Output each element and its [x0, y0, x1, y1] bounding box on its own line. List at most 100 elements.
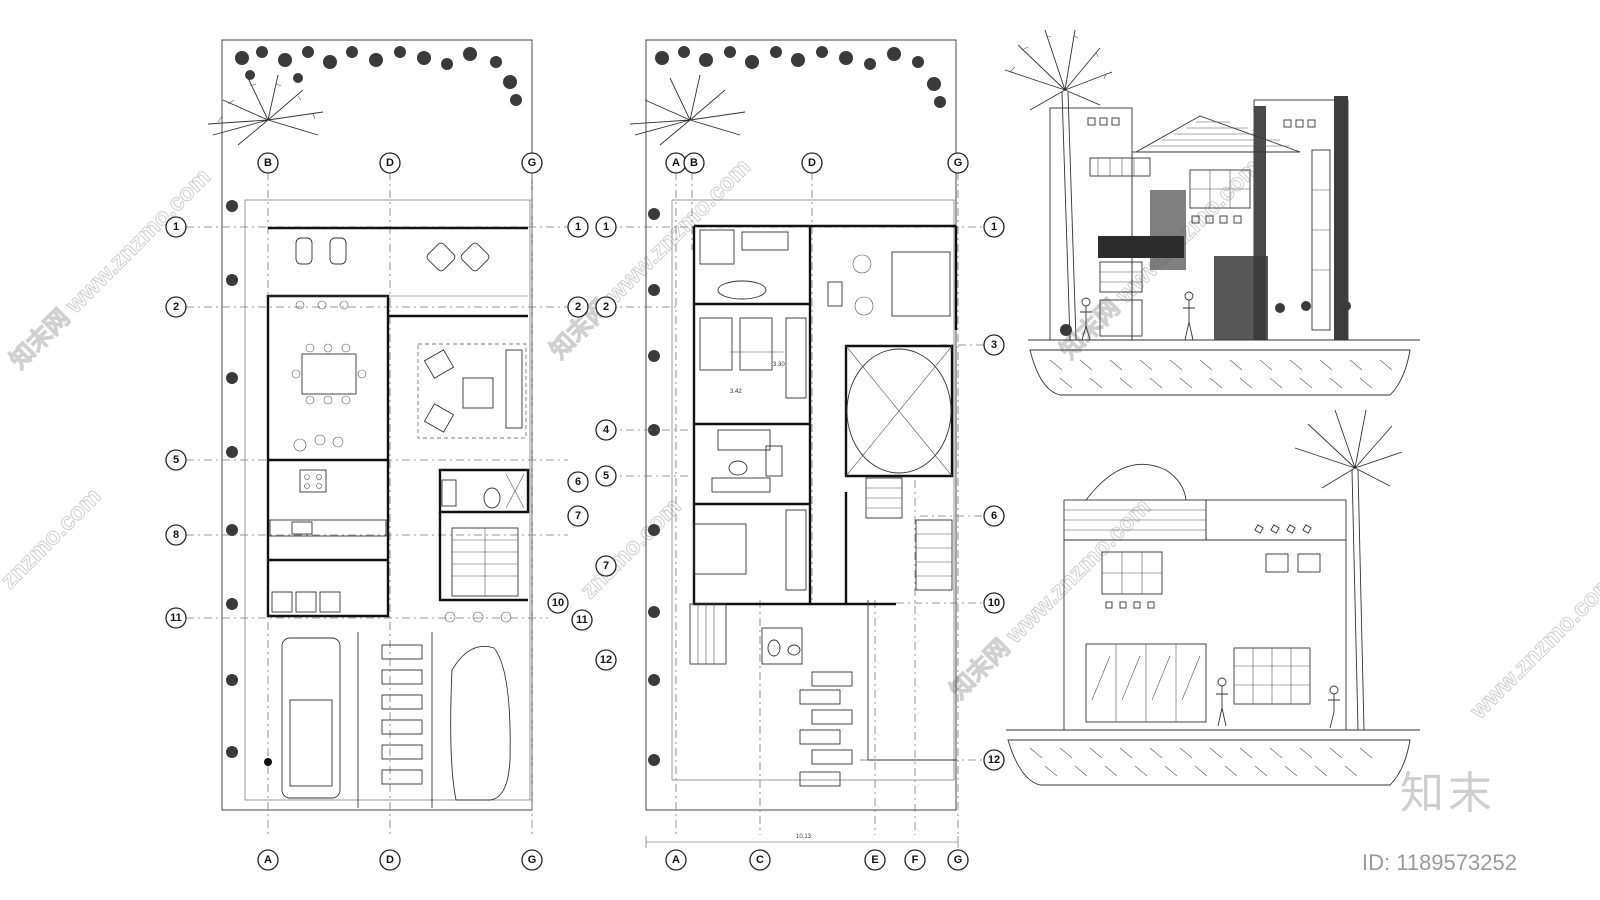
- grid-bubble-b: B: [257, 152, 279, 174]
- stair: [451, 527, 519, 597]
- svg-text:7: 7: [575, 510, 581, 522]
- garden-shrubs: [235, 46, 522, 106]
- ground-hatch-area-side: [1007, 739, 1411, 786]
- shrub-icons: [1060, 301, 1351, 336]
- row-bubble-6-p2-right: 6: [983, 505, 1005, 527]
- grid-bubble-g-bottom: G: [521, 849, 543, 871]
- dimension-label: 3.42: [730, 389, 742, 395]
- grid-bubble-d-bottom: D: [379, 849, 401, 871]
- half-bath: [441, 473, 525, 509]
- grid-bubble-a-bottom-2: A: [665, 849, 687, 871]
- svg-text:11: 11: [576, 614, 588, 626]
- row-bubble-1-p2-right: 1: [983, 216, 1005, 238]
- svg-text:1: 1: [575, 221, 581, 233]
- grid-bubble-e-bottom-2: E: [864, 849, 886, 871]
- garden-shrubs-2: [655, 46, 946, 108]
- pickup-truck-icon: [281, 637, 341, 799]
- row-bubble-3-p2-right: 3: [983, 334, 1005, 356]
- row-bubble-2-right: 2: [567, 296, 589, 318]
- building-footprint-outline-2: [671, 199, 955, 781]
- driveway-pavers: [381, 644, 423, 785]
- svg-text:C: C: [756, 854, 764, 866]
- walls: [266, 226, 530, 618]
- palm-tree-icon-elev2: [1294, 409, 1403, 731]
- grid-bubble-g: G: [521, 152, 543, 174]
- svg-text:G: G: [528, 854, 537, 866]
- watermark-text-3: 知末网 www.znzmo.com: [545, 153, 756, 364]
- svg-text:4: 4: [603, 424, 610, 436]
- grid-bubble-a-bottom: A: [257, 849, 279, 871]
- vent-blocks: [1087, 117, 1316, 224]
- upper-wall: [1205, 499, 1347, 541]
- watermark-layer: 知末网 www.znzmo.com znzmo.com 知末网 www.znzm…: [0, 153, 1600, 726]
- svg-text:11: 11: [170, 612, 182, 624]
- svg-text:G: G: [954, 157, 963, 169]
- double-height-void: [845, 345, 953, 477]
- watermark-text-7: www.znzmo.com: [1464, 569, 1600, 725]
- row-bubble-7-p2: 7: [595, 555, 617, 577]
- garage: [264, 632, 511, 808]
- side-elevation: [1006, 409, 1420, 786]
- svg-text:A: A: [672, 157, 680, 169]
- svg-text:6: 6: [575, 476, 581, 488]
- row-bubble-1-right: 1: [567, 216, 589, 238]
- svg-text:2: 2: [603, 301, 609, 313]
- grid-bubble-a-2: A: [665, 152, 687, 174]
- row-bubble-2: 2: [165, 296, 187, 318]
- grid-bubble-g-bottom-2: G: [947, 849, 969, 871]
- upper-bath: [711, 429, 783, 493]
- branding: 知末 ID: 1189573252: [1362, 768, 1517, 875]
- svg-text:2: 2: [173, 301, 179, 313]
- sliding-glass-doors: [1085, 643, 1207, 723]
- svg-text:3: 3: [991, 339, 997, 351]
- svg-text:B: B: [264, 157, 272, 169]
- svg-text:D: D: [808, 157, 816, 169]
- palm-tree-icon: [207, 74, 324, 146]
- svg-text:A: A: [264, 854, 272, 866]
- svg-text:5: 5: [603, 470, 609, 482]
- svg-text:1: 1: [173, 221, 179, 233]
- brand-logo: 知末: [1400, 768, 1496, 819]
- asset-id-label: ID: 1189573252: [1362, 850, 1517, 875]
- row-bubble-2-p2: 2: [595, 296, 617, 318]
- svg-text:G: G: [528, 157, 537, 169]
- svg-text:G: G: [954, 854, 963, 866]
- person-icon-side: [1216, 677, 1340, 729]
- living-room-furniture: [417, 343, 527, 439]
- entry-planters: [444, 611, 512, 623]
- row-bubble-11-p2: 11: [571, 609, 593, 631]
- watermark-text-6: 知末网 www.znzmo.com: [945, 493, 1156, 704]
- front-elevation: [1004, 29, 1420, 396]
- grid-bubble-d: D: [379, 152, 401, 174]
- row-bubble-11: 11: [165, 607, 187, 629]
- row-bubble-5-p2: 5: [595, 465, 617, 487]
- bedroom-three: [693, 509, 807, 591]
- grid-bubble-f-bottom-2: F: [904, 849, 926, 871]
- grid-bubble-c-bottom-2: C: [749, 849, 771, 871]
- svg-text:10: 10: [988, 597, 1000, 609]
- grid-bubble-b-2: B: [683, 152, 705, 174]
- svg-text:1: 1: [603, 221, 609, 233]
- ground-floor-windows: [1099, 149, 1331, 337]
- svg-text:12: 12: [988, 754, 1000, 766]
- svg-text:D: D: [386, 854, 394, 866]
- service-bath: [761, 627, 803, 665]
- terrace-chairs: [268, 237, 528, 310]
- svg-text:7: 7: [603, 560, 609, 572]
- side-wall: [1063, 539, 1347, 731]
- svg-text:10: 10: [552, 597, 564, 609]
- svg-text:B: B: [690, 157, 698, 169]
- svg-text:F: F: [912, 854, 919, 866]
- bedroom-two: 3.30 3.42: [699, 317, 807, 399]
- row-bubble-10-p2-right: 10: [983, 592, 1005, 614]
- row-bubble-7-right: 7: [567, 505, 589, 527]
- row-bubble-6-right: 6: [567, 471, 589, 493]
- master-bedroom: [699, 229, 951, 317]
- side-vent-blocks: [1105, 524, 1312, 609]
- palm-tree-icon-elev1: [1004, 29, 1113, 341]
- svg-text:8: 8: [173, 529, 179, 541]
- roof-pavers: [799, 671, 853, 787]
- svg-text:A: A: [672, 854, 680, 866]
- upper-window: [1189, 169, 1251, 209]
